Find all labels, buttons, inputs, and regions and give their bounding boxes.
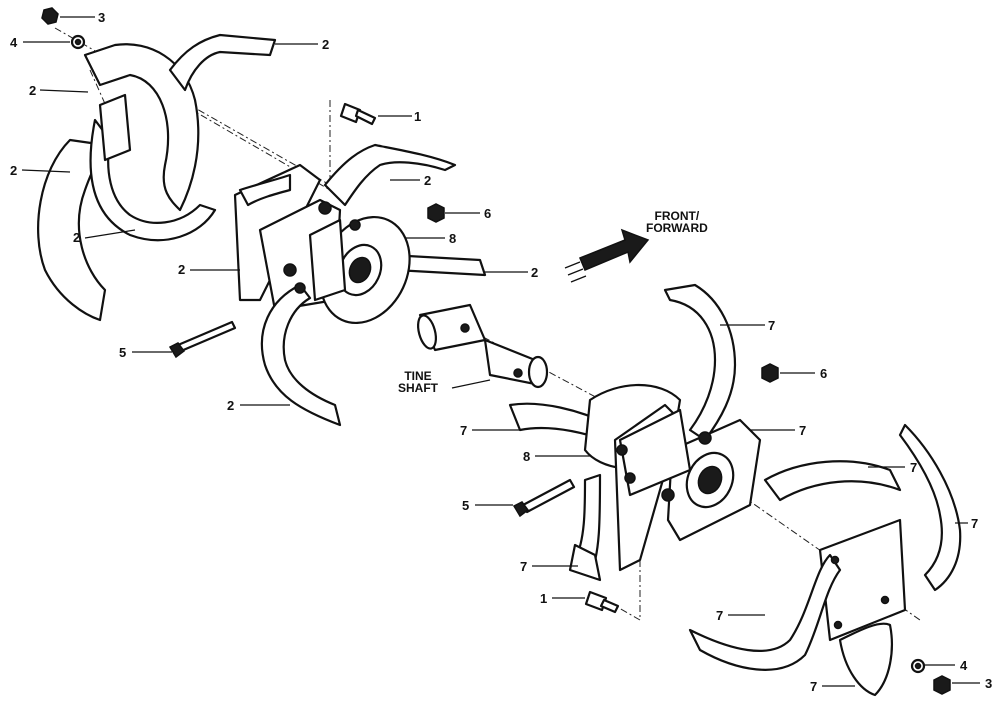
tine-r-far-right xyxy=(898,423,962,592)
callout-4-top: 4 xyxy=(10,35,18,50)
hex-nut-3 xyxy=(41,7,59,25)
tine-outer-top-right xyxy=(168,33,277,92)
callout-7-top: 7 xyxy=(768,318,776,333)
callout-2-bottom: 2 xyxy=(227,398,235,413)
bolt-5 xyxy=(176,320,237,353)
tine-r-lower-blade xyxy=(568,543,602,582)
callout-3-top: 3 xyxy=(98,10,106,25)
callout-8-right: 8 xyxy=(523,449,531,464)
callout-7-mid: 7 xyxy=(799,423,807,438)
hub-bolt xyxy=(349,219,361,231)
callout-5-right: 5 xyxy=(462,498,470,513)
hardware-left xyxy=(41,7,445,359)
front-forward-label: FRONT/ FORWARD xyxy=(646,209,708,235)
outer-mount-plate xyxy=(98,93,132,162)
left-tine-assembly xyxy=(37,33,487,427)
callout-7-left: 7 xyxy=(460,423,468,438)
callout-7-far-top: 7 xyxy=(910,460,918,475)
callout-2-left-upper: 2 xyxy=(29,83,37,98)
hub-bolt xyxy=(318,201,332,215)
callout-6-top: 6 xyxy=(484,206,492,221)
callout-8-top: 8 xyxy=(449,231,457,246)
hardware-right xyxy=(512,363,951,695)
tine-outer-top-left xyxy=(83,43,200,212)
hub-bolt xyxy=(283,263,297,277)
callout-1-bottom: 1 xyxy=(540,591,548,606)
callout-6-right: 6 xyxy=(820,366,828,381)
front-forward-arrow xyxy=(564,228,650,283)
leader-lines xyxy=(21,16,980,687)
tine-r-bottom xyxy=(838,622,893,697)
tine-shaft-label: TINE SHAFT xyxy=(398,369,438,395)
callout-5-left: 5 xyxy=(119,345,127,360)
callout-4-bottom: 4 xyxy=(960,658,968,673)
hub-bolt xyxy=(294,282,306,294)
bolt-5-right xyxy=(521,478,576,514)
callout-2-inner-left: 2 xyxy=(178,262,186,277)
callout-3-bottom: 3 xyxy=(985,676,993,691)
tine-outer-lower xyxy=(89,118,217,242)
hex-nut-3-right xyxy=(933,675,951,695)
tine-shaft xyxy=(417,303,549,389)
tine-r-far-lower xyxy=(688,553,842,671)
bolt-1 xyxy=(339,102,362,124)
callout-2-left-mid: 2 xyxy=(10,163,18,178)
callout-7-lower-left: 7 xyxy=(520,559,528,574)
hex-nut-6-right xyxy=(761,363,779,383)
callout-2-inner-top: 2 xyxy=(424,173,432,188)
tine-inner-top xyxy=(323,143,457,207)
callout-7-far-right: 7 xyxy=(971,516,979,531)
right-tine-assembly xyxy=(508,283,962,697)
callout-7-lower-mid: 7 xyxy=(716,608,724,623)
callout-1-top: 1 xyxy=(414,109,422,124)
tine-inner-left xyxy=(238,173,292,207)
outer-plate-r xyxy=(818,518,907,642)
tine-r-far-top xyxy=(763,460,902,502)
tine-inner-lower xyxy=(260,283,342,427)
callout-2-left-lower: 2 xyxy=(73,230,81,245)
tine-outer-left-curved xyxy=(37,138,107,322)
callout-2-inner-right: 2 xyxy=(531,265,539,280)
callout-7-bottom: 7 xyxy=(810,679,818,694)
hex-nut-6 xyxy=(427,203,445,223)
callout-2-top-right: 2 xyxy=(322,37,330,52)
